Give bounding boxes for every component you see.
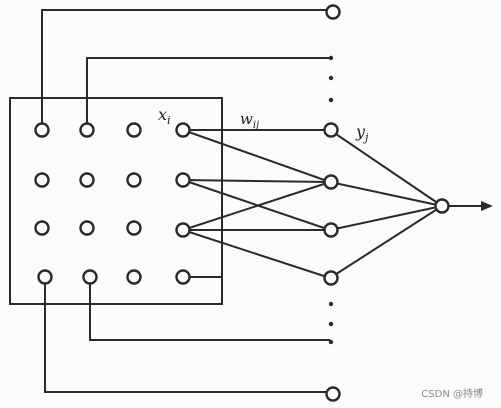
output-node xyxy=(323,270,339,286)
input-node xyxy=(34,172,50,188)
input-nodes xyxy=(34,122,191,285)
input-node xyxy=(126,269,142,285)
output-connections xyxy=(329,129,493,279)
wire-top-inner xyxy=(86,57,330,130)
input-node xyxy=(175,222,191,238)
input-node xyxy=(175,122,191,138)
output-label: yj xyxy=(355,122,369,144)
input-node xyxy=(79,172,95,188)
input-node xyxy=(175,269,191,285)
output-node xyxy=(323,222,339,238)
input-label: xi xyxy=(158,105,171,127)
output-nodes xyxy=(323,4,341,402)
output-node xyxy=(323,122,339,138)
weight-label: wij xyxy=(240,110,259,131)
input-node xyxy=(34,220,50,236)
summation-node xyxy=(434,198,450,214)
wire-top-outer xyxy=(41,9,330,130)
input-node xyxy=(79,122,95,138)
input-node xyxy=(79,220,95,236)
weight-connections xyxy=(182,129,331,279)
input-grid-frame xyxy=(9,97,223,305)
input-node xyxy=(82,269,98,285)
output-node xyxy=(323,174,339,190)
watermark: CSDN @持博 xyxy=(421,389,483,400)
ellipsis-dots xyxy=(328,55,334,345)
output-node xyxy=(325,4,341,20)
output-node xyxy=(325,386,341,402)
input-node xyxy=(37,269,53,285)
wire-bottom-inner xyxy=(89,277,330,341)
input-node xyxy=(126,220,142,236)
wire-bottom-outer xyxy=(44,277,330,393)
input-node xyxy=(34,122,50,138)
input-node xyxy=(126,122,142,138)
input-node xyxy=(126,172,142,188)
input-node xyxy=(175,172,191,188)
